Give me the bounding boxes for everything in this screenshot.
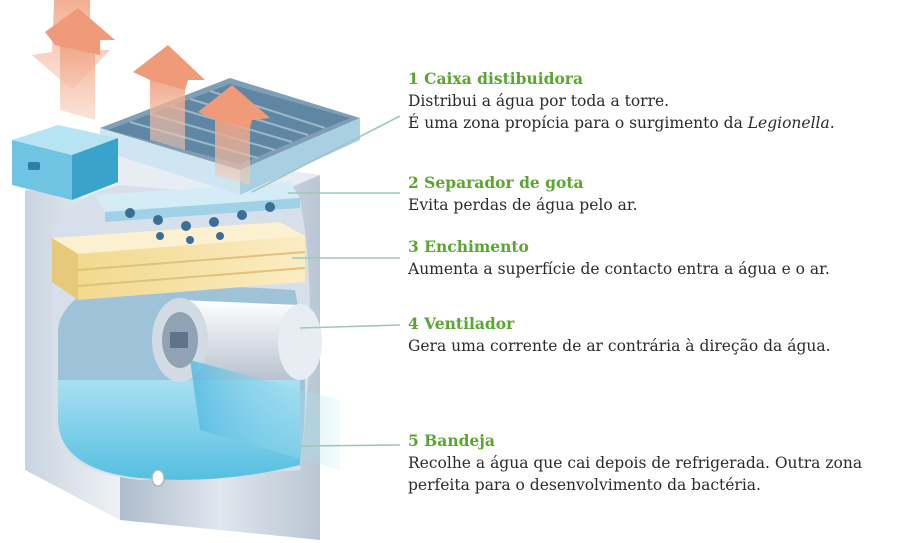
label-1-desc-line-1: Distribui a água por toda a torre. — [408, 92, 670, 110]
label-5-title: 5 Bandeja — [408, 431, 495, 450]
label-fan: 4 Ventilador Gera uma corrente de ar con… — [408, 313, 903, 357]
label-basin: 5 Bandeja Recolhe a água que cai depois … — [408, 430, 903, 496]
drain-port — [151, 469, 165, 487]
label-3-desc: Aumenta a superfície de contacto entra a… — [408, 260, 830, 278]
leader-lines — [251, 115, 401, 447]
label-5-desc-line-2: perfeita para o desenvolvimento da bacté… — [408, 476, 761, 494]
fill-media — [52, 222, 306, 300]
label-2-title: 2 Separador de gota — [408, 173, 584, 192]
label-2-desc: Evita perdas de água pelo ar. — [408, 196, 638, 214]
label-3-title: 3 Enchimento — [408, 237, 529, 256]
label-1-title: 1 Caixa distibuidora — [408, 69, 584, 88]
leader-line-1 — [251, 115, 401, 193]
label-1-desc-line-2: É uma zona propícia para o surgimento da… — [408, 114, 835, 132]
inlet-box — [12, 125, 118, 200]
label-distribution-box: 1 Caixa distibuidora Distribui a água po… — [408, 68, 903, 134]
label-5-desc-line-1: Recolhe a água que cai depois de refrige… — [408, 454, 863, 472]
label-fill: 3 Enchimento Aumenta a superfície de con… — [408, 236, 903, 280]
label-drift-eliminator: 2 Separador de gota Evita perdas de água… — [408, 172, 903, 216]
fan — [152, 298, 322, 382]
label-4-desc: Gera uma corrente de ar contrária à dire… — [408, 337, 831, 355]
airflow-arrows — [32, 0, 270, 185]
leader-line-4 — [299, 324, 401, 329]
legionella-term: Legionella — [747, 114, 830, 132]
air-stream — [190, 360, 340, 470]
label-4-title: 4 Ventilador — [408, 314, 515, 333]
leader-line-5 — [299, 444, 401, 447]
